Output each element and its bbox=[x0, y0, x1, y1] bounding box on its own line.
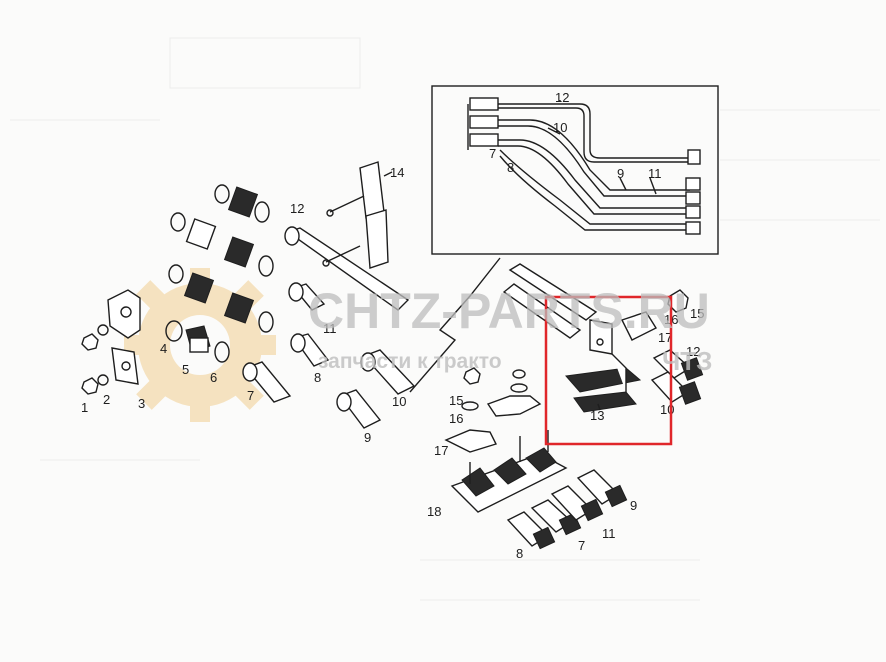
parts-1-6-group bbox=[81, 289, 230, 395]
callout-6: 6 bbox=[210, 370, 217, 385]
callout-15a: 15 bbox=[449, 393, 463, 408]
callout-7a: 7 bbox=[247, 388, 254, 403]
watermark-slogan-left: запчасти к тракто bbox=[318, 350, 502, 373]
watermark-brand: CHTZ-PARTS.RU bbox=[308, 283, 710, 339]
callout-13: 13 bbox=[590, 408, 604, 423]
inset-hose-routing: 12 10 7 8 9 11 bbox=[409, 85, 719, 393]
callout-7b: 7 bbox=[578, 538, 585, 553]
callout-8a: 8 bbox=[314, 370, 321, 385]
bracket-14 bbox=[322, 161, 393, 269]
fittings-column bbox=[168, 184, 274, 333]
inset-label-10: 10 bbox=[553, 120, 567, 135]
callout-15b: 15 bbox=[690, 306, 704, 321]
callout-3: 3 bbox=[138, 396, 145, 411]
callout-17a: 17 bbox=[434, 443, 448, 458]
clamp-plate-18 bbox=[450, 430, 568, 513]
callout-12b: 12 bbox=[686, 344, 700, 359]
callout-9b: 9 bbox=[630, 498, 637, 513]
tube-fittings-group bbox=[242, 226, 416, 429]
inset-label-9: 9 bbox=[617, 166, 624, 181]
callout-8b: 8 bbox=[516, 546, 523, 561]
callout-10a: 10 bbox=[392, 394, 406, 409]
inset-label-12: 12 bbox=[555, 90, 569, 105]
callout-4: 4 bbox=[160, 341, 167, 356]
watermark-slogan-right: ЧТЗ bbox=[662, 346, 712, 376]
callout-1: 1 bbox=[81, 400, 88, 415]
scan-background bbox=[10, 37, 880, 601]
inset-label-8: 8 bbox=[507, 160, 514, 175]
inset-label-7: 7 bbox=[489, 146, 496, 161]
callout-18: 18 bbox=[427, 504, 441, 519]
clamps-middle bbox=[444, 367, 542, 453]
callout-5: 5 bbox=[182, 362, 189, 377]
callout-17b: 17 bbox=[658, 330, 672, 345]
callout-12a: 12 bbox=[290, 201, 304, 216]
part-13-highlight-box bbox=[544, 295, 673, 446]
callout-14: 14 bbox=[390, 165, 404, 180]
inset-label-11: 11 bbox=[648, 166, 662, 181]
callout-16a: 16 bbox=[449, 411, 463, 426]
callout-2: 2 bbox=[103, 392, 110, 407]
callout-10b: 10 bbox=[660, 402, 674, 417]
callout-11b: 11 bbox=[602, 526, 616, 541]
callout-11a: 11 bbox=[323, 321, 337, 336]
part-13-bracket bbox=[565, 319, 642, 413]
bottom-fittings bbox=[506, 469, 628, 550]
callout-9a: 9 bbox=[364, 430, 371, 445]
long-bars bbox=[502, 263, 598, 339]
